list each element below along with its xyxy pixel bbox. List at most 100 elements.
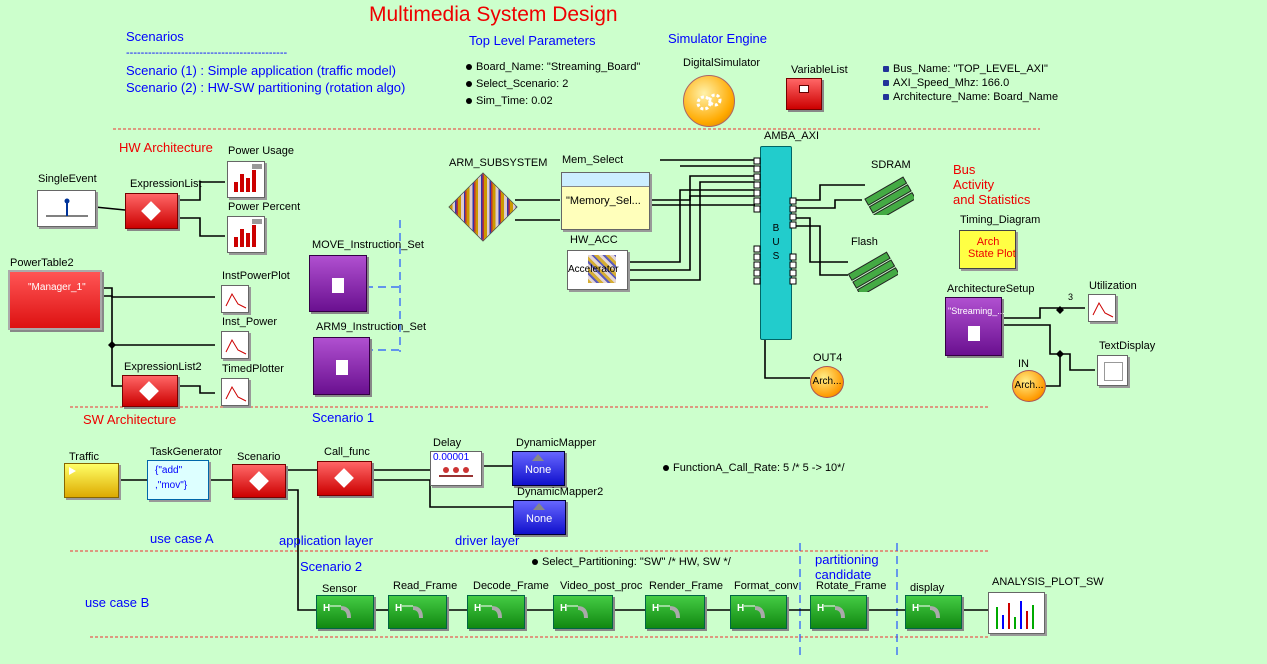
sensor-block[interactable]: H [316, 595, 374, 629]
render-frame-block[interactable]: H [645, 595, 705, 629]
dynamic-mapper2-block[interactable]: None [513, 500, 566, 535]
hw-task-icon: H [395, 603, 423, 619]
top-level-params-heading: Top Level Parameters [469, 33, 596, 48]
diamond-icon [139, 381, 159, 401]
bus-name-text: Bus_Name: "TOP_LEVEL_AXI" [893, 63, 1048, 75]
chip-icon [588, 255, 616, 283]
in-arch-text: Arch... [1014, 380, 1044, 391]
svg-text:H: H [817, 603, 824, 614]
format-conv-block[interactable]: H [730, 595, 787, 629]
param-sim-time[interactable]: Sim_Time: 0.02 [466, 95, 553, 107]
sdram-memory-icon[interactable] [862, 175, 917, 222]
hw-acc-block[interactable]: Accelerator [567, 250, 628, 290]
param-bullet-icon [883, 80, 889, 87]
scenarios-separator: ----------------------------------------… [126, 47, 288, 59]
memory-stick-icon [847, 251, 900, 297]
memory-stick-icon [864, 176, 917, 222]
architecture-setup-block[interactable]: "Streaming_... [945, 297, 1005, 356]
flash-memory-icon[interactable] [846, 250, 900, 297]
task-generator-label: TaskGenerator [150, 446, 223, 458]
arch-state-plot-text: Arch State Plot [968, 236, 1016, 260]
param-bullet-icon [466, 98, 472, 105]
move-instruction-set-block[interactable] [309, 255, 367, 312]
decode-frame-block[interactable]: H [467, 595, 525, 629]
use-case-a-label: use case A [150, 531, 214, 546]
param-board-name-text: Board_Name: "Streaming_Board" [476, 61, 641, 73]
timed-plotter-plot[interactable] [221, 378, 249, 406]
arch-name-param[interactable]: Architecture_Name: Board_Name [883, 91, 1058, 103]
param-bullet-icon [883, 66, 889, 73]
application-layer-label: application layer [279, 533, 373, 548]
dynamic-mapper2-label: DynamicMapper2 [517, 486, 604, 498]
rotate-frame-block[interactable]: H [810, 595, 867, 629]
pipeline-label-decode-frame: Decode_Frame [473, 580, 549, 592]
digital-simulator-gear-icon[interactable] [683, 75, 735, 127]
list-icon [799, 85, 809, 93]
param-select-scenario-text: Select_Scenario: 2 [476, 78, 569, 90]
param-bullet-icon [663, 465, 669, 472]
out4-port[interactable]: Arch... [810, 366, 844, 398]
task-generator-block[interactable]: {"add" ,"mov"} [147, 460, 209, 500]
power-percent-plot[interactable] [227, 216, 265, 253]
up-arrow-icon [532, 454, 544, 461]
function-call-rate-param[interactable]: FunctionA_Call_Rate: 5 /* 5 -> 10*/ [663, 462, 845, 474]
call-func-label: Call_func [324, 446, 370, 458]
param-sim-time-text: Sim_Time: 0.02 [476, 95, 553, 107]
power-table-block[interactable]: "Manager_1" [8, 270, 102, 330]
document-icon [332, 278, 344, 293]
delay-block[interactable]: 0.00001 [430, 451, 482, 486]
bus-name-param[interactable]: Bus_Name: "TOP_LEVEL_AXI" [883, 63, 1048, 75]
dynamic-mapper-block[interactable]: None [512, 451, 565, 486]
scenario-block[interactable] [232, 464, 286, 498]
bus-activity-label: Bus Activity and Statistics [953, 162, 1031, 207]
impulse-icon [46, 198, 88, 217]
video-post-proc-block[interactable]: H [553, 595, 613, 629]
variable-list-block[interactable] [786, 78, 822, 110]
delay-value: 0.00001 [433, 452, 470, 463]
up-arrow-icon [533, 503, 545, 510]
axi-speed-param[interactable]: AXI_Speed_Mhz: 166.0 [883, 77, 1009, 89]
task-generator-value-1: {"add" [155, 465, 183, 476]
text-display-block[interactable] [1097, 355, 1128, 386]
dynamic-mapper2-value: None [526, 513, 553, 525]
out4-arch-text: Arch... [812, 376, 842, 387]
dynamic-mapper-value: None [525, 464, 552, 476]
sdram-label: SDRAM [871, 159, 911, 171]
analysis-plot-block[interactable] [988, 592, 1045, 634]
use-case-b-label: use case B [85, 595, 150, 610]
mem-select-block[interactable]: "Memory_Sel... [561, 172, 650, 230]
param-select-scenario[interactable]: Select_Scenario: 2 [466, 78, 568, 90]
arch-state-plot-block[interactable]: Arch State Plot [959, 230, 1016, 269]
scenario-label: Scenario [237, 451, 281, 463]
power-usage-plot[interactable] [227, 161, 265, 198]
delay-icon [439, 467, 473, 477]
single-event-block[interactable] [37, 190, 96, 227]
inst-power-plot[interactable] [221, 285, 249, 313]
timing-diagram-label: Timing_Diagram [960, 214, 1041, 226]
expression-list-block[interactable] [125, 193, 178, 229]
traffic-block[interactable] [64, 463, 119, 498]
amba-axi-bus[interactable]: B U S [760, 146, 792, 340]
arm9-instruction-set-block[interactable] [313, 337, 370, 395]
call-func-block[interactable] [317, 461, 372, 496]
power-table-label: PowerTable2 [10, 257, 74, 269]
arm9-instruction-set-label: ARM9_Instruction_Set [316, 321, 427, 333]
traffic-label: Traffic [69, 451, 99, 463]
param-board-name[interactable]: Board_Name: "Streaming_Board" [466, 61, 640, 73]
svg-text:H: H [560, 603, 567, 614]
utilization-plot[interactable] [1088, 294, 1116, 322]
hw-task-icon: H [817, 603, 845, 619]
select-partitioning-param[interactable]: Select_Partitioning: "SW" /* HW, SW */ [532, 556, 731, 568]
svg-text:H: H [395, 603, 402, 614]
expression-list2-block[interactable] [122, 375, 178, 407]
svg-text:H: H [652, 603, 659, 614]
inst-power-label: Inst_Power [222, 316, 278, 328]
mem-select-header [562, 173, 649, 187]
display-block[interactable]: H [905, 595, 962, 629]
inst-power-plot-2[interactable] [221, 331, 249, 359]
hw-task-icon: H [474, 603, 502, 619]
hw-task-icon: H [323, 603, 351, 619]
read-frame-block[interactable]: H [388, 595, 447, 629]
document-icon [336, 360, 348, 375]
in-port[interactable]: Arch... [1012, 370, 1046, 402]
